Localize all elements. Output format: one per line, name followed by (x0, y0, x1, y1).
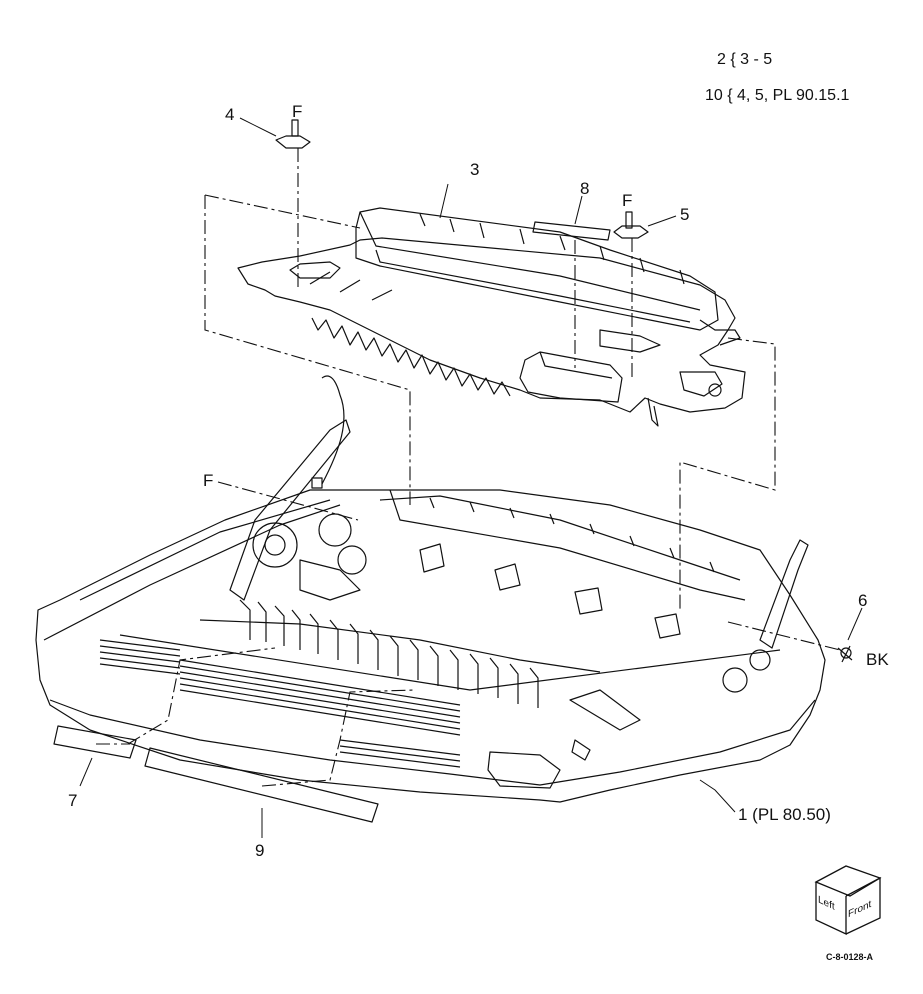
part-4-bushing (275, 119, 311, 149)
upper-assembly-part-3 (237, 207, 746, 427)
part-7-label (53, 725, 137, 759)
orientation-cube-icon (814, 865, 882, 936)
note-line-2: 10 { 4, 5, PL 90.15.1 (705, 87, 850, 104)
callout-f-top-left: F (292, 102, 303, 121)
callout-f-left: F (203, 471, 214, 490)
callout-1: 1 (PL 80.50) (738, 805, 831, 824)
callout-bk: BK (866, 650, 889, 669)
figure-code: C-8-0128-A (826, 952, 874, 962)
part-6-pin (837, 645, 853, 663)
callout-3: 3 (470, 160, 480, 179)
callout-4: 4 (225, 105, 235, 124)
callout-7: 7 (68, 791, 78, 810)
callout-6: 6 (858, 591, 868, 610)
callout-f-top-right: F (622, 191, 633, 210)
callout-5: 5 (680, 205, 690, 224)
alignment-lines (96, 148, 841, 787)
part-9-label (144, 747, 379, 823)
part-8-label (532, 221, 611, 241)
callout-9: 9 (255, 841, 265, 860)
part-5-bushing (613, 211, 649, 239)
leader-lines (79, 117, 863, 838)
note-line-1: 2 { 3 - 5 (717, 51, 773, 68)
lower-frame-part-1 (35, 375, 826, 803)
callout-8: 8 (580, 179, 590, 198)
